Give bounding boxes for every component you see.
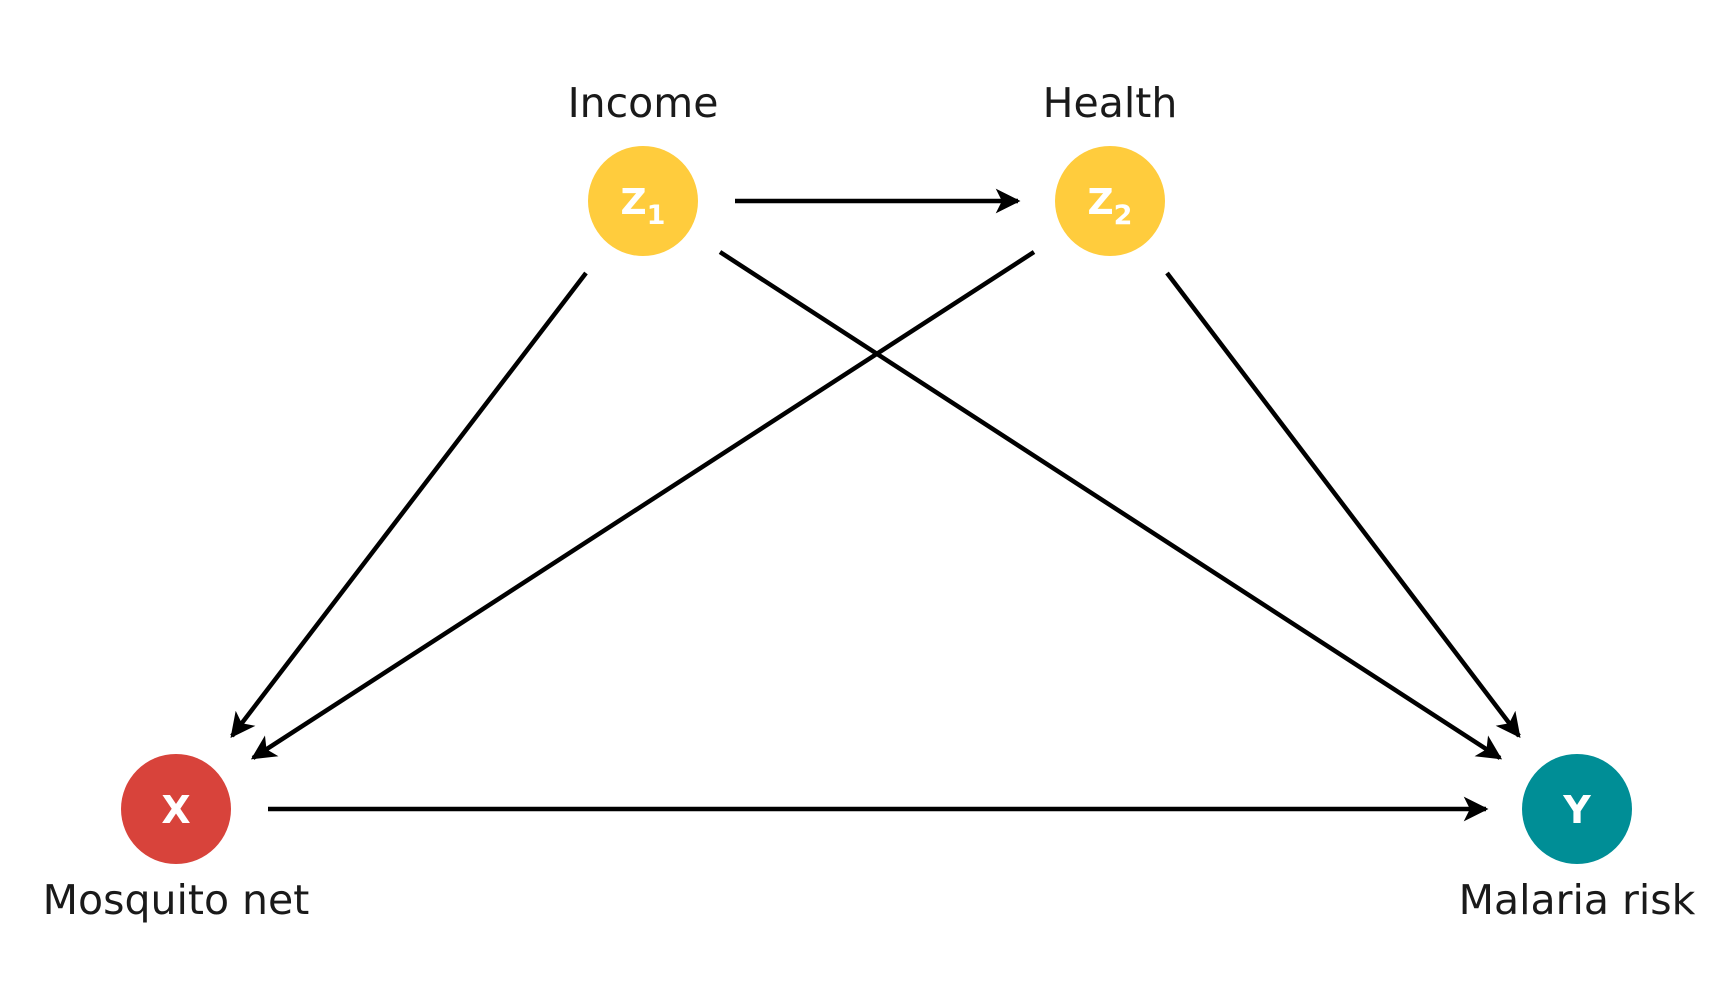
node-z1: Income Z1 bbox=[568, 79, 719, 256]
edge-health-to-mosquito-net bbox=[250, 250, 1036, 760]
node-label-mosquito-net: Mosquito net bbox=[43, 876, 310, 924]
node-label-health: Health bbox=[1043, 79, 1178, 127]
edges bbox=[230, 188, 1521, 822]
edge-income-to-malaria-risk bbox=[718, 250, 1503, 760]
node-label-income: Income bbox=[568, 79, 719, 127]
node-x: X Mosquito net bbox=[43, 754, 310, 924]
node-symbol-z1: Z1 bbox=[621, 182, 666, 231]
edge-income-to-mosquito-net bbox=[230, 271, 588, 738]
node-circle-x bbox=[121, 754, 231, 864]
node-circle-y bbox=[1522, 754, 1632, 864]
node-y: Y Malaria risk bbox=[1459, 754, 1696, 924]
node-symbol-y: Y bbox=[1562, 788, 1591, 832]
node-circle-z1 bbox=[588, 146, 698, 256]
node-symbol-x: X bbox=[161, 788, 190, 832]
node-circle-z2 bbox=[1055, 146, 1165, 256]
node-symbol-z2: Z2 bbox=[1088, 182, 1133, 231]
node-z2: Health Z2 bbox=[1043, 79, 1178, 256]
node-label-malaria-risk: Malaria risk bbox=[1459, 876, 1696, 924]
edge-health-to-malaria-risk bbox=[1165, 271, 1521, 738]
